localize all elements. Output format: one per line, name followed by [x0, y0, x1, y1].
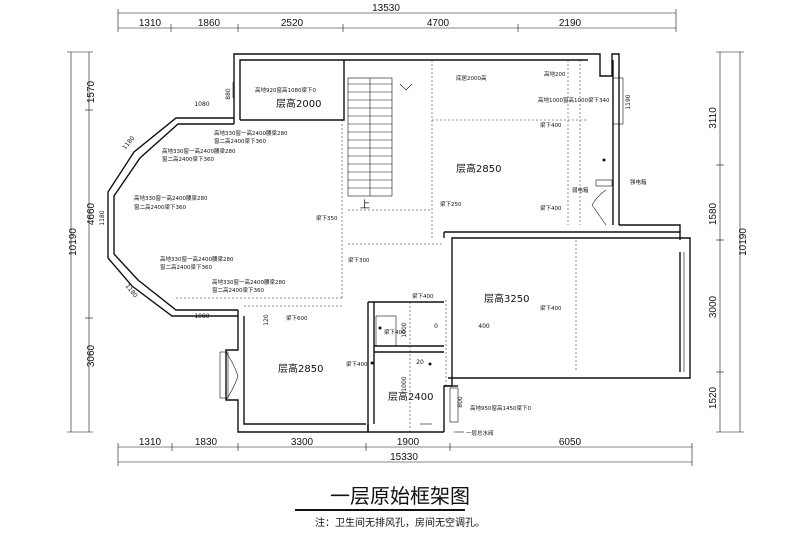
- note-beam-2000: 底居2000高: [456, 74, 487, 82]
- annotations: 高地920窗高1080梁下0 高地330窗一高2400腰梁280 窗二高2400…: [134, 70, 647, 437]
- title-underline: [295, 509, 465, 511]
- dim-1190: 1190: [625, 94, 632, 109]
- marker-dot-icon-3: [428, 362, 432, 366]
- room-label-2850-top: 层高2850: [456, 162, 501, 175]
- note-meter-weak: 弱电箱: [572, 186, 589, 194]
- top-dim-4: 4700: [427, 18, 450, 29]
- drawing-title: 一层原始框架图: [330, 484, 470, 508]
- note-bay3: 高地330窗一高2400腰梁280: [134, 194, 208, 202]
- note-meter-strong: 强电箱: [630, 178, 647, 186]
- right-total-dim: 10190: [738, 228, 749, 256]
- dim-1180-b: 1180: [99, 210, 106, 225]
- note-beam400a: 梁下400: [540, 121, 562, 129]
- left-total-dim: 10190: [68, 228, 79, 256]
- dim-1080-bottom: 1080: [194, 313, 209, 320]
- top-dimensions: 13530 1310 1860 2520 4700 2190: [117, 3, 677, 32]
- right-dim-3: 3000: [708, 295, 719, 318]
- right-dimensions: 3110 1580 3000 1520 10190: [708, 51, 749, 433]
- left-dimensions: 10190 1570 4660 3060: [67, 51, 97, 433]
- dim-0: 0: [434, 323, 438, 330]
- top-dim-2: 1860: [198, 18, 221, 29]
- note-bay1b: 窗二高2400梁下360: [214, 137, 266, 145]
- beam-lines: [176, 60, 588, 432]
- dim-120: 120: [263, 314, 270, 326]
- note-win-bottom: 高地950窗高1450梁下0: [470, 404, 531, 412]
- top-dim-1: 1310: [139, 18, 162, 29]
- bottom-total-dim: 15330: [390, 452, 418, 463]
- meter-dot-icon: [602, 158, 606, 162]
- right-dim-1: 3110: [708, 107, 719, 129]
- note-water: 一层总水阀: [466, 429, 494, 437]
- dim-1000-b: 1000: [401, 376, 408, 391]
- top-dim-3: 2520: [281, 18, 304, 29]
- note-beam350: 梁下350: [316, 214, 338, 222]
- note-beam400b: 梁下400: [540, 204, 562, 212]
- dim-1080-top: 1080: [194, 101, 209, 108]
- note-beam600: 梁下600: [286, 314, 308, 322]
- detail-dims: 880 1080 1080 1180 1180 1180 1190 120 10…: [99, 82, 632, 408]
- note-bay2: 高地330窗一高2400腰梁280: [162, 147, 236, 155]
- doors: [225, 189, 607, 425]
- bottom-dim-4: 1900: [397, 437, 420, 448]
- bottom-dim-1: 1310: [139, 437, 162, 448]
- markers: [370, 158, 613, 433]
- room-label-3250: 层高3250: [484, 292, 529, 305]
- note-win-top: 高地920窗高1080梁下0: [255, 86, 316, 94]
- note-top-right2: 高地1000窗高1000梁下340: [538, 96, 610, 104]
- right-dim-4: 1520: [708, 386, 719, 409]
- note-beam400e: 梁下400: [384, 328, 406, 336]
- note-bay4: 高地330窗一高2400腰梁280: [160, 255, 234, 263]
- note-bay1: 高地330窗一高2400腰梁280: [214, 129, 288, 137]
- bottom-dim-2: 1830: [195, 437, 218, 448]
- drawing-note: 注：卫生间无排风孔，房间无空调孔。: [315, 518, 485, 529]
- note-beam400c: 梁下400: [412, 292, 434, 300]
- dim-800: 800: [457, 396, 464, 408]
- dim-1180-c: 1180: [124, 283, 139, 299]
- note-top-right1: 高地200: [544, 70, 566, 78]
- left-dim-1: 1570: [86, 80, 97, 103]
- left-dim-2: 4660: [86, 202, 97, 225]
- room-label-2000: 层高2000: [276, 97, 321, 110]
- top-dim-5: 2190: [559, 18, 582, 29]
- dim-1000-a: 1000: [401, 322, 408, 337]
- room-labels: 层高2000 层高2850 层高3250 层高2850 层高2400 上: [276, 97, 529, 403]
- dim-880: 880: [225, 88, 232, 100]
- note-bay3b: 窗二高2400梁下360: [134, 203, 186, 211]
- note-beam400d: 梁下400: [540, 304, 562, 312]
- left-dim-3: 3060: [86, 344, 97, 367]
- bottom-dim-5: 6050: [559, 437, 582, 448]
- note-beam250: 梁下250: [440, 200, 462, 208]
- note-beam400f: 梁下400: [346, 360, 368, 368]
- note-bay4b: 窗二高2400梁下360: [160, 263, 212, 271]
- bottom-dimensions: 1310 1830 3300 1900 6050 15330: [117, 437, 693, 466]
- dim-400: 400: [478, 323, 490, 330]
- bottom-dim-3: 3300: [291, 437, 314, 448]
- stair-up-label: 上: [360, 199, 370, 211]
- dim-20: 20: [416, 359, 424, 366]
- dim-1180-a: 1180: [121, 135, 136, 151]
- marker-dot-icon: [378, 326, 382, 330]
- note-bay5b: 窗二高2400梁下360: [212, 286, 264, 294]
- right-dim-2: 1580: [708, 202, 719, 225]
- note-beam300: 梁下300: [348, 256, 370, 264]
- room-label-2850-bottom: 层高2850: [278, 362, 323, 375]
- note-bay5: 高地330窗一高2400腰梁280: [212, 278, 286, 286]
- room-label-2400: 层高2400: [388, 390, 433, 403]
- marker-dot-icon-2: [370, 361, 374, 365]
- top-total-dim: 13530: [372, 3, 400, 14]
- note-bay2b: 窗二高2400梁下360: [162, 155, 214, 163]
- walls: [107, 53, 691, 433]
